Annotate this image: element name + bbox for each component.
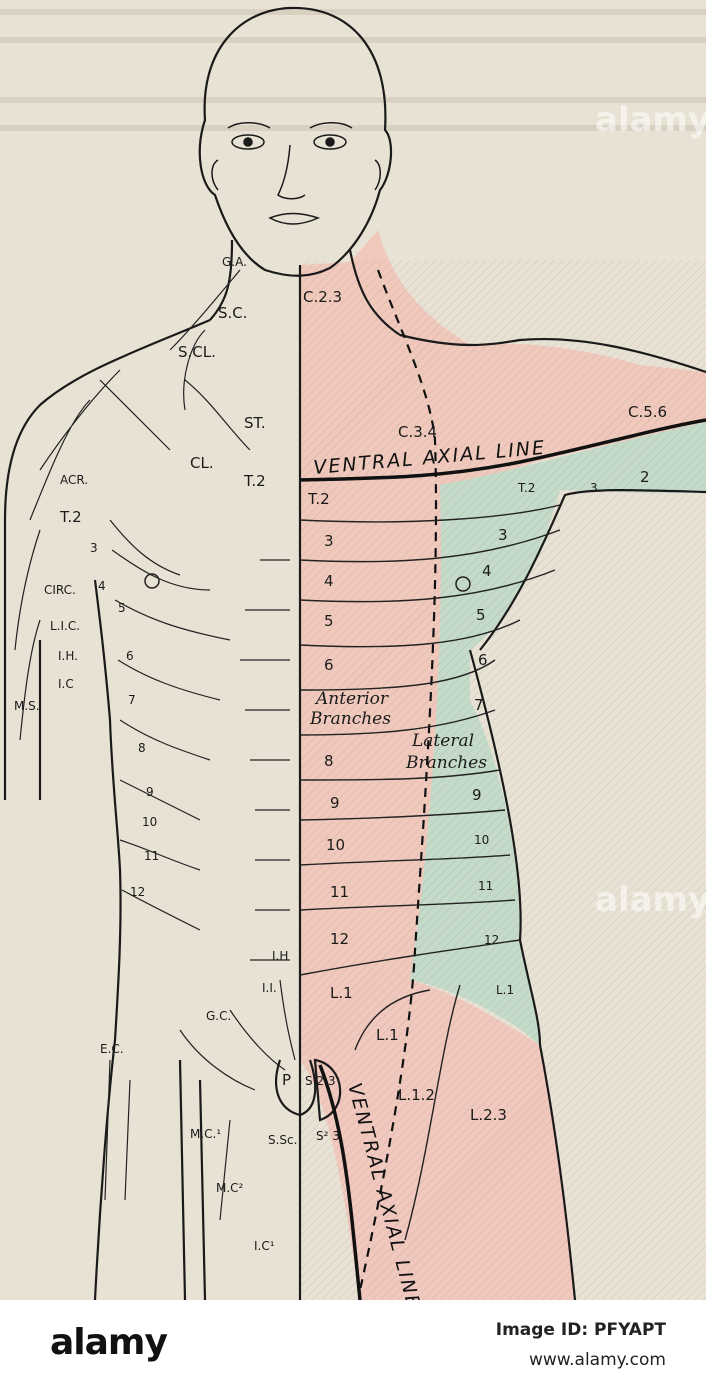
body-outline [3,6,706,1300]
footer-url[interactable]: www.alamy.com [528,1350,666,1370]
seg-l1: L.1 [330,984,353,1002]
watermark-top: alamy [595,100,706,140]
label-lumbar-l1: L.1 [376,1026,399,1044]
lateral-boundary-dashed [358,269,438,1291]
label-ic1: I.C¹ [254,1239,275,1253]
lat-9: 9 [472,786,482,804]
seg-3: 3 [324,532,334,550]
rib-12: 12 [130,885,145,899]
label-ec: E.C. [100,1042,124,1056]
lat-12: 12 [484,933,499,947]
ventral-axial-line-stroke [299,418,706,1300]
anterior-branches-line1: Anterior [314,689,389,709]
rib-10: 10 [142,815,157,829]
lat-7: 7 [474,696,484,714]
label-p: P [282,1071,291,1089]
label-lic: L.I.C. [50,619,80,633]
left-rib-numbers: 3 4 5 6 7 8 9 10 11 12 [90,541,159,899]
label-st: ST. [244,414,266,432]
rib-11: 11 [144,849,159,863]
lateral-branches-line1: Lateral [411,731,474,751]
anterior-branches-line2: Branches [309,709,391,729]
seg-12: 12 [330,930,349,948]
seg-11: 11 [330,883,349,901]
seg-10: 10 [326,836,345,854]
face-features [211,122,381,225]
label-ic: I.C [58,677,74,691]
label-ga: G.A. [222,255,247,269]
label-c34: C.3.4 [398,423,437,441]
image-id: Image ID: PFYAPT [495,1320,666,1340]
lat-6: 6 [478,651,488,669]
lat-l1: L.1 [496,983,514,997]
lat-11: 11 [478,879,493,893]
seg-t2: T.2 [307,490,330,508]
label-ih-lower: I.H [272,949,288,963]
seg-8: 8 [324,752,334,770]
label-s23b: S² 3 [316,1129,340,1143]
label-scl: S.CL. [178,343,216,361]
label-sc: S.C. [218,304,248,322]
nipples [144,573,471,592]
rib-8: 8 [138,741,146,755]
lat-t2: T.2 [517,481,535,495]
label-ssc: S.Sc. [268,1133,297,1147]
label-s23: S 2 3 [305,1074,336,1088]
rib-7: 7 [128,693,136,707]
label-left-t2: T.2 [243,472,266,490]
lat-3: 3 [498,526,508,544]
lumbar-lines [354,984,461,1241]
arm-seg-3: 3 [590,481,598,495]
label-acr: ACR. [60,473,88,487]
anatomical-figure: G.A. S.C. C.2.3 S.CL. ST. CL. ACR. C.3.4… [0,6,706,1300]
watermark-bottom: alamy [595,880,706,920]
lat-5: 5 [476,606,486,624]
seg-5: 5 [324,612,334,630]
footer-meta: Image ID: PFYAPT www.alamy.com [496,1320,666,1370]
background-text-lines [0,9,706,131]
seg-6: 6 [324,656,334,674]
label-cl: CL. [190,454,214,472]
label-ih: I.H. [58,649,78,663]
label-lumbar-l12: L.1.2 [398,1086,435,1104]
label-ms: M.S. [14,699,40,713]
label-c56: C.5.6 [628,403,667,421]
segment-lines [299,504,561,976]
label-left-t2b: T.2 [59,508,82,526]
label-mc1: M.C.¹ [190,1127,221,1141]
footer-logo[interactable]: alamy [50,1322,168,1363]
rib-3: 3 [90,541,98,555]
label-mc2: M.C² [216,1181,244,1195]
label-gc: G.C. [206,1009,231,1023]
anterior-segment-numbers: T.2 3 4 5 6 8 9 10 11 12 L.1 [307,490,353,1002]
rib-6: 6 [126,649,134,663]
cutaneous-nerve-diagram: G.A. S.C. C.2.3 S.CL. ST. CL. ACR. C.3.4… [0,6,706,1300]
seg-9: 9 [330,794,340,812]
rib-9: 9 [146,785,154,799]
rib-4: 4 [98,579,106,593]
lateral-segment-numbers: T.2 3 4 5 6 7 9 10 11 12 L.1 [472,481,535,997]
label-c23: C.2.3 [303,288,342,306]
seg-4: 4 [324,572,334,590]
lat-4: 4 [482,562,492,580]
rib-5: 5 [118,601,126,615]
lat-10: 10 [474,833,489,847]
label-circ: CIRC. [44,583,76,597]
label-ii: I.I. [262,981,277,995]
label-lumbar-l23: L.2.3 [470,1106,507,1124]
stock-footer: alamy Image ID: PFYAPT www.alamy.com [0,1300,706,1390]
lateral-branches-line2: Branches [405,753,487,773]
nerve-branches [14,269,296,1221]
arm-seg-2: 2 [640,468,650,486]
